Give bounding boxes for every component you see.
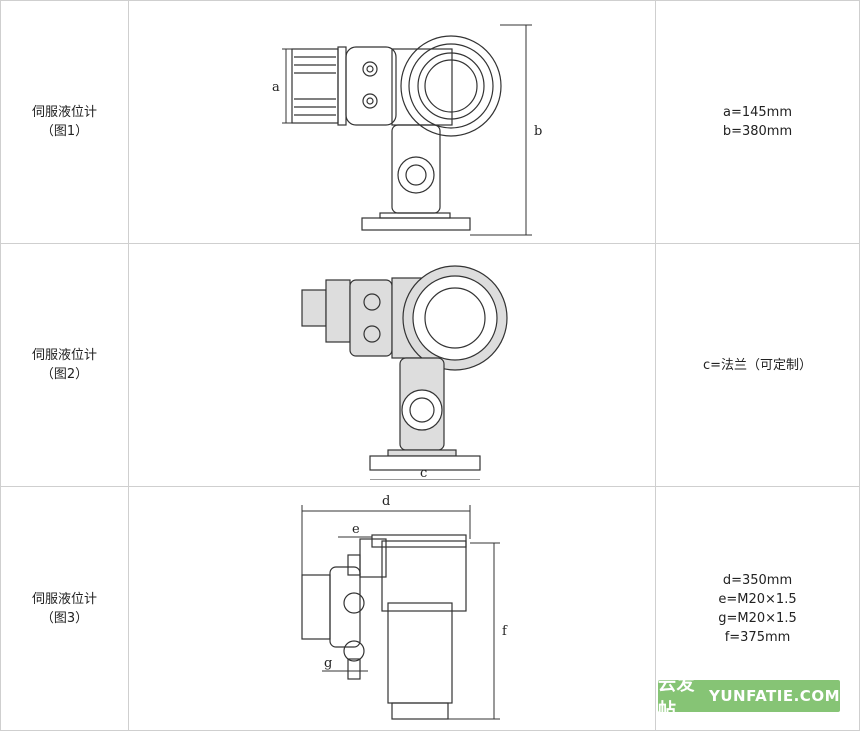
- watermark-text-cn: 云发帖: [658, 674, 695, 721]
- watermark-text-en: YUNFATIE.COM: [708, 687, 840, 705]
- dim-f-label: f: [502, 624, 508, 639]
- figure-label: （图2）: [40, 367, 89, 382]
- drawing-figure-1: a b: [272, 24, 542, 236]
- product-name-cell: 伺服液位计 （图3）: [0, 486, 129, 731]
- table-row: 伺服液位计 （图3）: [0, 486, 860, 731]
- watermark-logo: 云发帖 YUNFATIE.COM: [658, 674, 840, 721]
- product-name: 伺服液位计: [31, 348, 97, 363]
- dimension-value: a=145mm: [723, 105, 792, 120]
- dim-c-label: c: [420, 466, 427, 480]
- dim-b-label: b: [534, 124, 542, 139]
- product-name-cell: 伺服液位计 （图2）: [0, 243, 129, 487]
- dimension-value: f=375mm: [724, 629, 791, 645]
- dim-g-label: g: [324, 656, 332, 671]
- product-name-cell: 伺服液位计 （图1）: [0, 0, 129, 244]
- dim-e-label: e: [352, 522, 360, 537]
- figure-label: （图3）: [40, 610, 89, 626]
- dim-d-label: d: [382, 494, 390, 509]
- dimension-value: g=M20×1.5: [718, 610, 797, 626]
- product-name: 伺服液位计: [31, 105, 97, 120]
- table-row: 伺服液位计 （图1）: [0, 0, 860, 244]
- dimension-value: c=法兰（可定制）: [702, 357, 813, 373]
- dimensions-cell: c=法兰（可定制）: [655, 243, 860, 487]
- drawing-figure-3: d e f g: [301, 494, 508, 720]
- drawing-cell: a b: [128, 0, 656, 244]
- dimension-value: e=M20×1.5: [718, 591, 797, 607]
- drawing-figure-2: c: [301, 265, 508, 480]
- dim-a-label: a: [272, 80, 280, 95]
- drawing-cell: c: [128, 243, 656, 487]
- drawing-cell: d e f g: [128, 486, 656, 731]
- product-name: 伺服液位计: [31, 591, 97, 607]
- dimensions-cell: a=145mm b=380mm: [655, 0, 860, 244]
- dimension-value: b=380mm: [722, 124, 793, 139]
- dimension-value: d=350mm: [722, 572, 793, 588]
- figure-label: （图1）: [40, 124, 89, 139]
- table-row: 伺服液位计 （图2）: [0, 243, 860, 487]
